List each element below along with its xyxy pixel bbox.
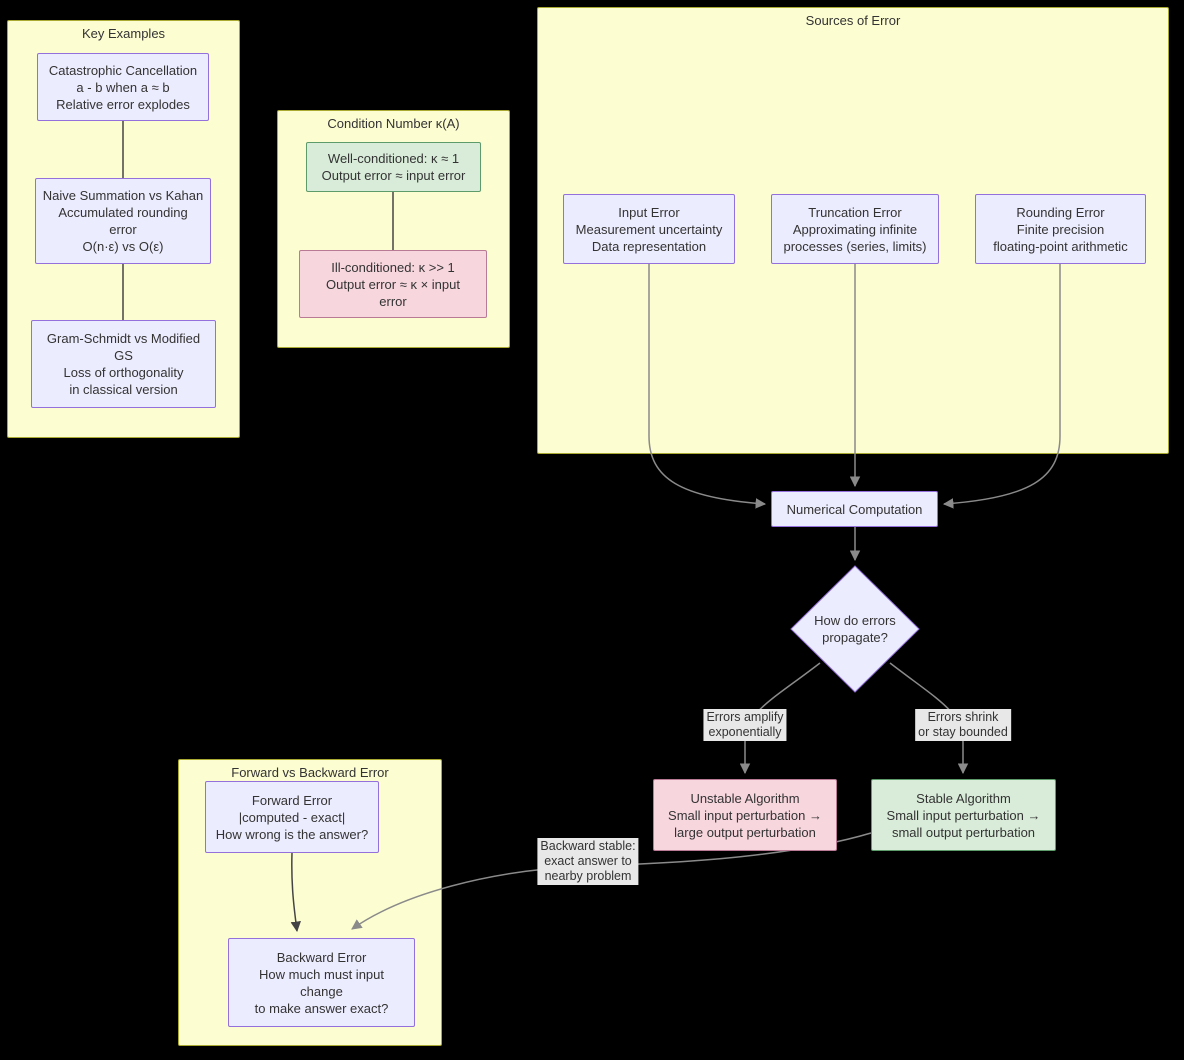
node-backward-error: Backward Error How much must input chang… bbox=[228, 938, 415, 1027]
node-text-line: Forward Error bbox=[251, 792, 333, 808]
node-text-line: small output perturbation bbox=[891, 824, 1036, 840]
node-text-line: Stable Algorithm bbox=[916, 790, 1011, 806]
node-text-line: How do errors bbox=[814, 613, 896, 628]
node-text-line: Backward Error bbox=[276, 949, 367, 965]
node-text-line: propagate? bbox=[822, 630, 888, 645]
node-text-line: Data representation bbox=[591, 238, 707, 254]
node-text-line: Numerical Computation bbox=[786, 501, 923, 517]
node-well-conditioned: Well-conditioned: κ ≈ 1 Output error ≈ i… bbox=[306, 142, 481, 192]
node-text-line: Catastrophic Cancellation bbox=[48, 62, 198, 78]
node-text-line: change bbox=[300, 983, 343, 999]
edge-label-errors-amplify: Errors amplify exponentially bbox=[703, 709, 787, 741]
node-input-error: Input Error Measurement uncertainty Data… bbox=[563, 194, 735, 264]
node-text-line: Input Error bbox=[618, 204, 680, 220]
edge-label-line: or stay bounded bbox=[918, 725, 1008, 739]
decision-how-do-errors-propagate: How do errors propagate? bbox=[790, 566, 920, 692]
node-text-line: Rounding Error bbox=[1016, 204, 1105, 220]
node-forward-error: Forward Error |computed - exact| How wro… bbox=[205, 781, 379, 853]
edge-label-line: Backward stable: bbox=[540, 839, 636, 853]
node-text-line: processes (series, limits) bbox=[783, 238, 927, 254]
edge-label-line: exponentially bbox=[708, 725, 782, 739]
subgraph-title-condition-number: Condition Number κ(A) bbox=[327, 116, 460, 131]
node-text-line: error bbox=[109, 222, 137, 237]
node-text-line: Output error ≈ input error bbox=[321, 168, 466, 183]
subgraph-title-key-examples: Key Examples bbox=[81, 26, 166, 41]
node-text-line: Finite precision bbox=[1016, 221, 1105, 237]
node-text-line: floating-point arithmetic bbox=[993, 238, 1128, 254]
node-text-line: Gram-Schmidt vs Modified bbox=[46, 331, 201, 346]
node-text-line: Output error ≈ κ × input bbox=[326, 276, 460, 292]
node-gram-schmidt: Gram-Schmidt vs Modified GS Loss of orth… bbox=[31, 320, 216, 408]
node-catastrophic-cancellation: Catastrophic Cancellation a - b when a ≈… bbox=[37, 53, 209, 121]
node-text-line: Truncation Error bbox=[808, 204, 902, 220]
node-text-line: Approximating infinite bbox=[792, 221, 918, 237]
node-text-line: in classical version bbox=[69, 382, 178, 397]
node-text-line: a - b when a ≈ b bbox=[76, 79, 170, 95]
node-rounding-error: Rounding Error Finite precision floating… bbox=[975, 194, 1146, 264]
node-text-line: Small input perturbation → bbox=[886, 807, 1041, 823]
edge-label-line: exact answer to bbox=[544, 854, 632, 868]
node-text-line: How wrong is the answer? bbox=[215, 826, 369, 842]
node-stable-algorithm: Stable Algorithm Small input perturbatio… bbox=[871, 779, 1056, 851]
node-unstable-algorithm: Unstable Algorithm Small input perturbat… bbox=[653, 779, 837, 851]
edge-label-errors-shrink: Errors shrink or stay bounded bbox=[915, 709, 1011, 741]
node-text-line: Unstable Algorithm bbox=[690, 790, 800, 806]
subgraph-title-forward-backward: Forward vs Backward Error bbox=[231, 765, 389, 780]
node-text-line: O(n·ε) vs O(ε) bbox=[82, 239, 164, 254]
subgraph-title-sources-of-error: Sources of Error bbox=[805, 13, 901, 28]
edge-label-backward-stable: Backward stable: exact answer to nearby … bbox=[537, 838, 639, 885]
node-text-line: to make answer exact? bbox=[254, 1000, 389, 1016]
node-text-line: GS bbox=[114, 348, 133, 363]
node-text-line: Well-conditioned: κ ≈ 1 bbox=[327, 151, 460, 166]
node-naive-summation: Naive Summation vs Kahan Accumulated rou… bbox=[35, 178, 211, 264]
node-text-line: large output perturbation bbox=[674, 824, 816, 840]
node-text-line: Naive Summation vs Kahan bbox=[42, 188, 204, 203]
node-text-line: |computed - exact| bbox=[238, 809, 346, 825]
edge-label-line: Errors amplify bbox=[706, 710, 784, 724]
node-ill-conditioned: Ill-conditioned: κ >> 1 Output error ≈ κ… bbox=[299, 250, 487, 318]
node-text-line: error bbox=[379, 293, 407, 309]
node-text-line: Ill-conditioned: κ >> 1 bbox=[331, 259, 455, 275]
node-text-line: How much must input bbox=[259, 966, 384, 982]
node-text-line: Measurement uncertainty bbox=[575, 221, 723, 237]
edge-label-line: Errors shrink bbox=[927, 710, 999, 724]
node-text-line: Small input perturbation → bbox=[668, 807, 822, 823]
node-numerical-computation: Numerical Computation bbox=[771, 491, 938, 527]
node-truncation-error: Truncation Error Approximating infinite … bbox=[771, 194, 939, 264]
node-text-line: Accumulated rounding bbox=[58, 205, 188, 220]
node-text-line: Relative error explodes bbox=[56, 96, 190, 112]
edge-label-line: nearby problem bbox=[544, 869, 632, 883]
node-text-line: Loss of orthogonality bbox=[63, 365, 184, 380]
